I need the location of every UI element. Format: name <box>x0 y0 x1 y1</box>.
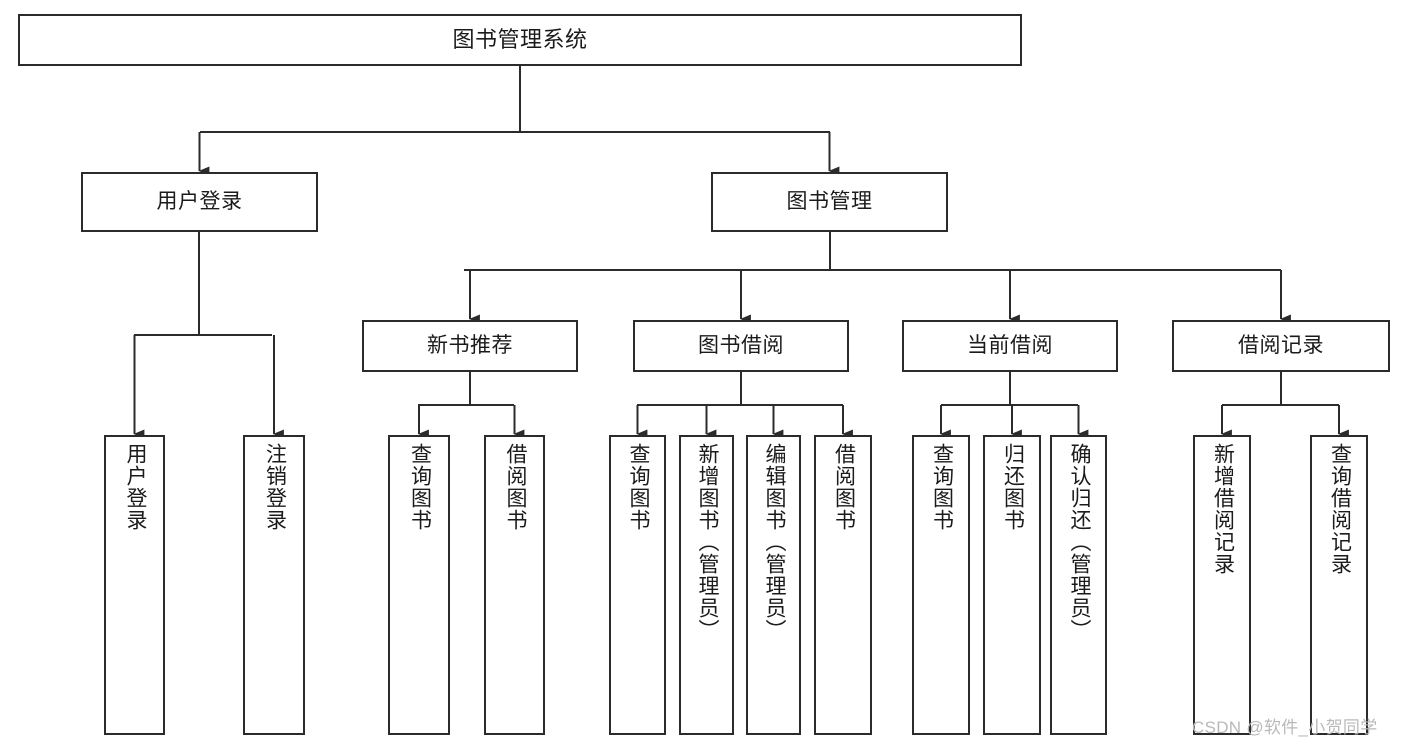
node-book-manage-label: 图书管理 <box>786 189 873 213</box>
node-leaf-add-book[interactable]: 新增图书（管理员） <box>679 435 734 735</box>
node-new-book-rec[interactable]: 新书推荐 <box>362 320 578 372</box>
node-borrow-record-label: 借阅记录 <box>1238 333 1324 357</box>
node-leaf-query-book-2[interactable]: 查询图书 <box>609 435 666 735</box>
node-leaf-user-logout[interactable]: 注销登录 <box>243 435 305 735</box>
node-leaf-edit-book-label: 编辑图书（管理员） <box>762 443 786 641</box>
node-leaf-user-login[interactable]: 用户登录 <box>104 435 165 735</box>
node-leaf-confirm-return-label: 确认归还（管理员） <box>1067 443 1091 641</box>
node-leaf-query-record-label: 查询借阅记录 <box>1328 443 1352 575</box>
node-user-login[interactable]: 用户登录 <box>81 172 318 232</box>
node-leaf-borrow-book-1-label: 借阅图书 <box>503 443 527 531</box>
node-leaf-user-logout-label: 注销登录 <box>263 443 287 531</box>
node-leaf-add-book-label: 新增图书（管理员） <box>695 443 719 641</box>
node-leaf-edit-book[interactable]: 编辑图书（管理员） <box>746 435 801 735</box>
node-leaf-return-book-label: 归还图书 <box>1001 443 1025 531</box>
node-leaf-borrow-book-1[interactable]: 借阅图书 <box>484 435 545 735</box>
node-root-label: 图书管理系统 <box>452 27 588 53</box>
node-leaf-return-book[interactable]: 归还图书 <box>983 435 1041 735</box>
node-current-borrow[interactable]: 当前借阅 <box>902 320 1118 372</box>
node-leaf-query-book-3-label: 查询图书 <box>930 443 954 531</box>
node-new-book-rec-label: 新书推荐 <box>427 333 513 357</box>
node-leaf-borrow-book-2-label: 借阅图书 <box>832 443 856 531</box>
node-leaf-query-book-1-label: 查询图书 <box>408 443 432 531</box>
node-leaf-query-book-3[interactable]: 查询图书 <box>912 435 970 735</box>
node-root[interactable]: 图书管理系统 <box>18 14 1022 66</box>
node-leaf-user-login-label: 用户登录 <box>123 443 147 531</box>
node-leaf-add-record[interactable]: 新增借阅记录 <box>1193 435 1251 735</box>
node-user-login-label: 用户登录 <box>156 189 243 213</box>
node-leaf-query-book-1[interactable]: 查询图书 <box>388 435 450 735</box>
watermark-text: CSDN @软件_小贺同学 <box>1192 718 1378 737</box>
node-leaf-query-book-2-label: 查询图书 <box>626 443 650 531</box>
node-leaf-query-record[interactable]: 查询借阅记录 <box>1310 435 1368 735</box>
node-current-borrow-label: 当前借阅 <box>967 333 1053 357</box>
node-leaf-add-record-label: 新增借阅记录 <box>1211 443 1235 575</box>
node-leaf-confirm-return[interactable]: 确认归还（管理员） <box>1050 435 1107 735</box>
node-leaf-borrow-book-2[interactable]: 借阅图书 <box>814 435 872 735</box>
node-book-manage[interactable]: 图书管理 <box>711 172 948 232</box>
node-book-borrow-label: 图书借阅 <box>698 333 784 357</box>
node-borrow-record[interactable]: 借阅记录 <box>1172 320 1390 372</box>
node-book-borrow[interactable]: 图书借阅 <box>633 320 849 372</box>
